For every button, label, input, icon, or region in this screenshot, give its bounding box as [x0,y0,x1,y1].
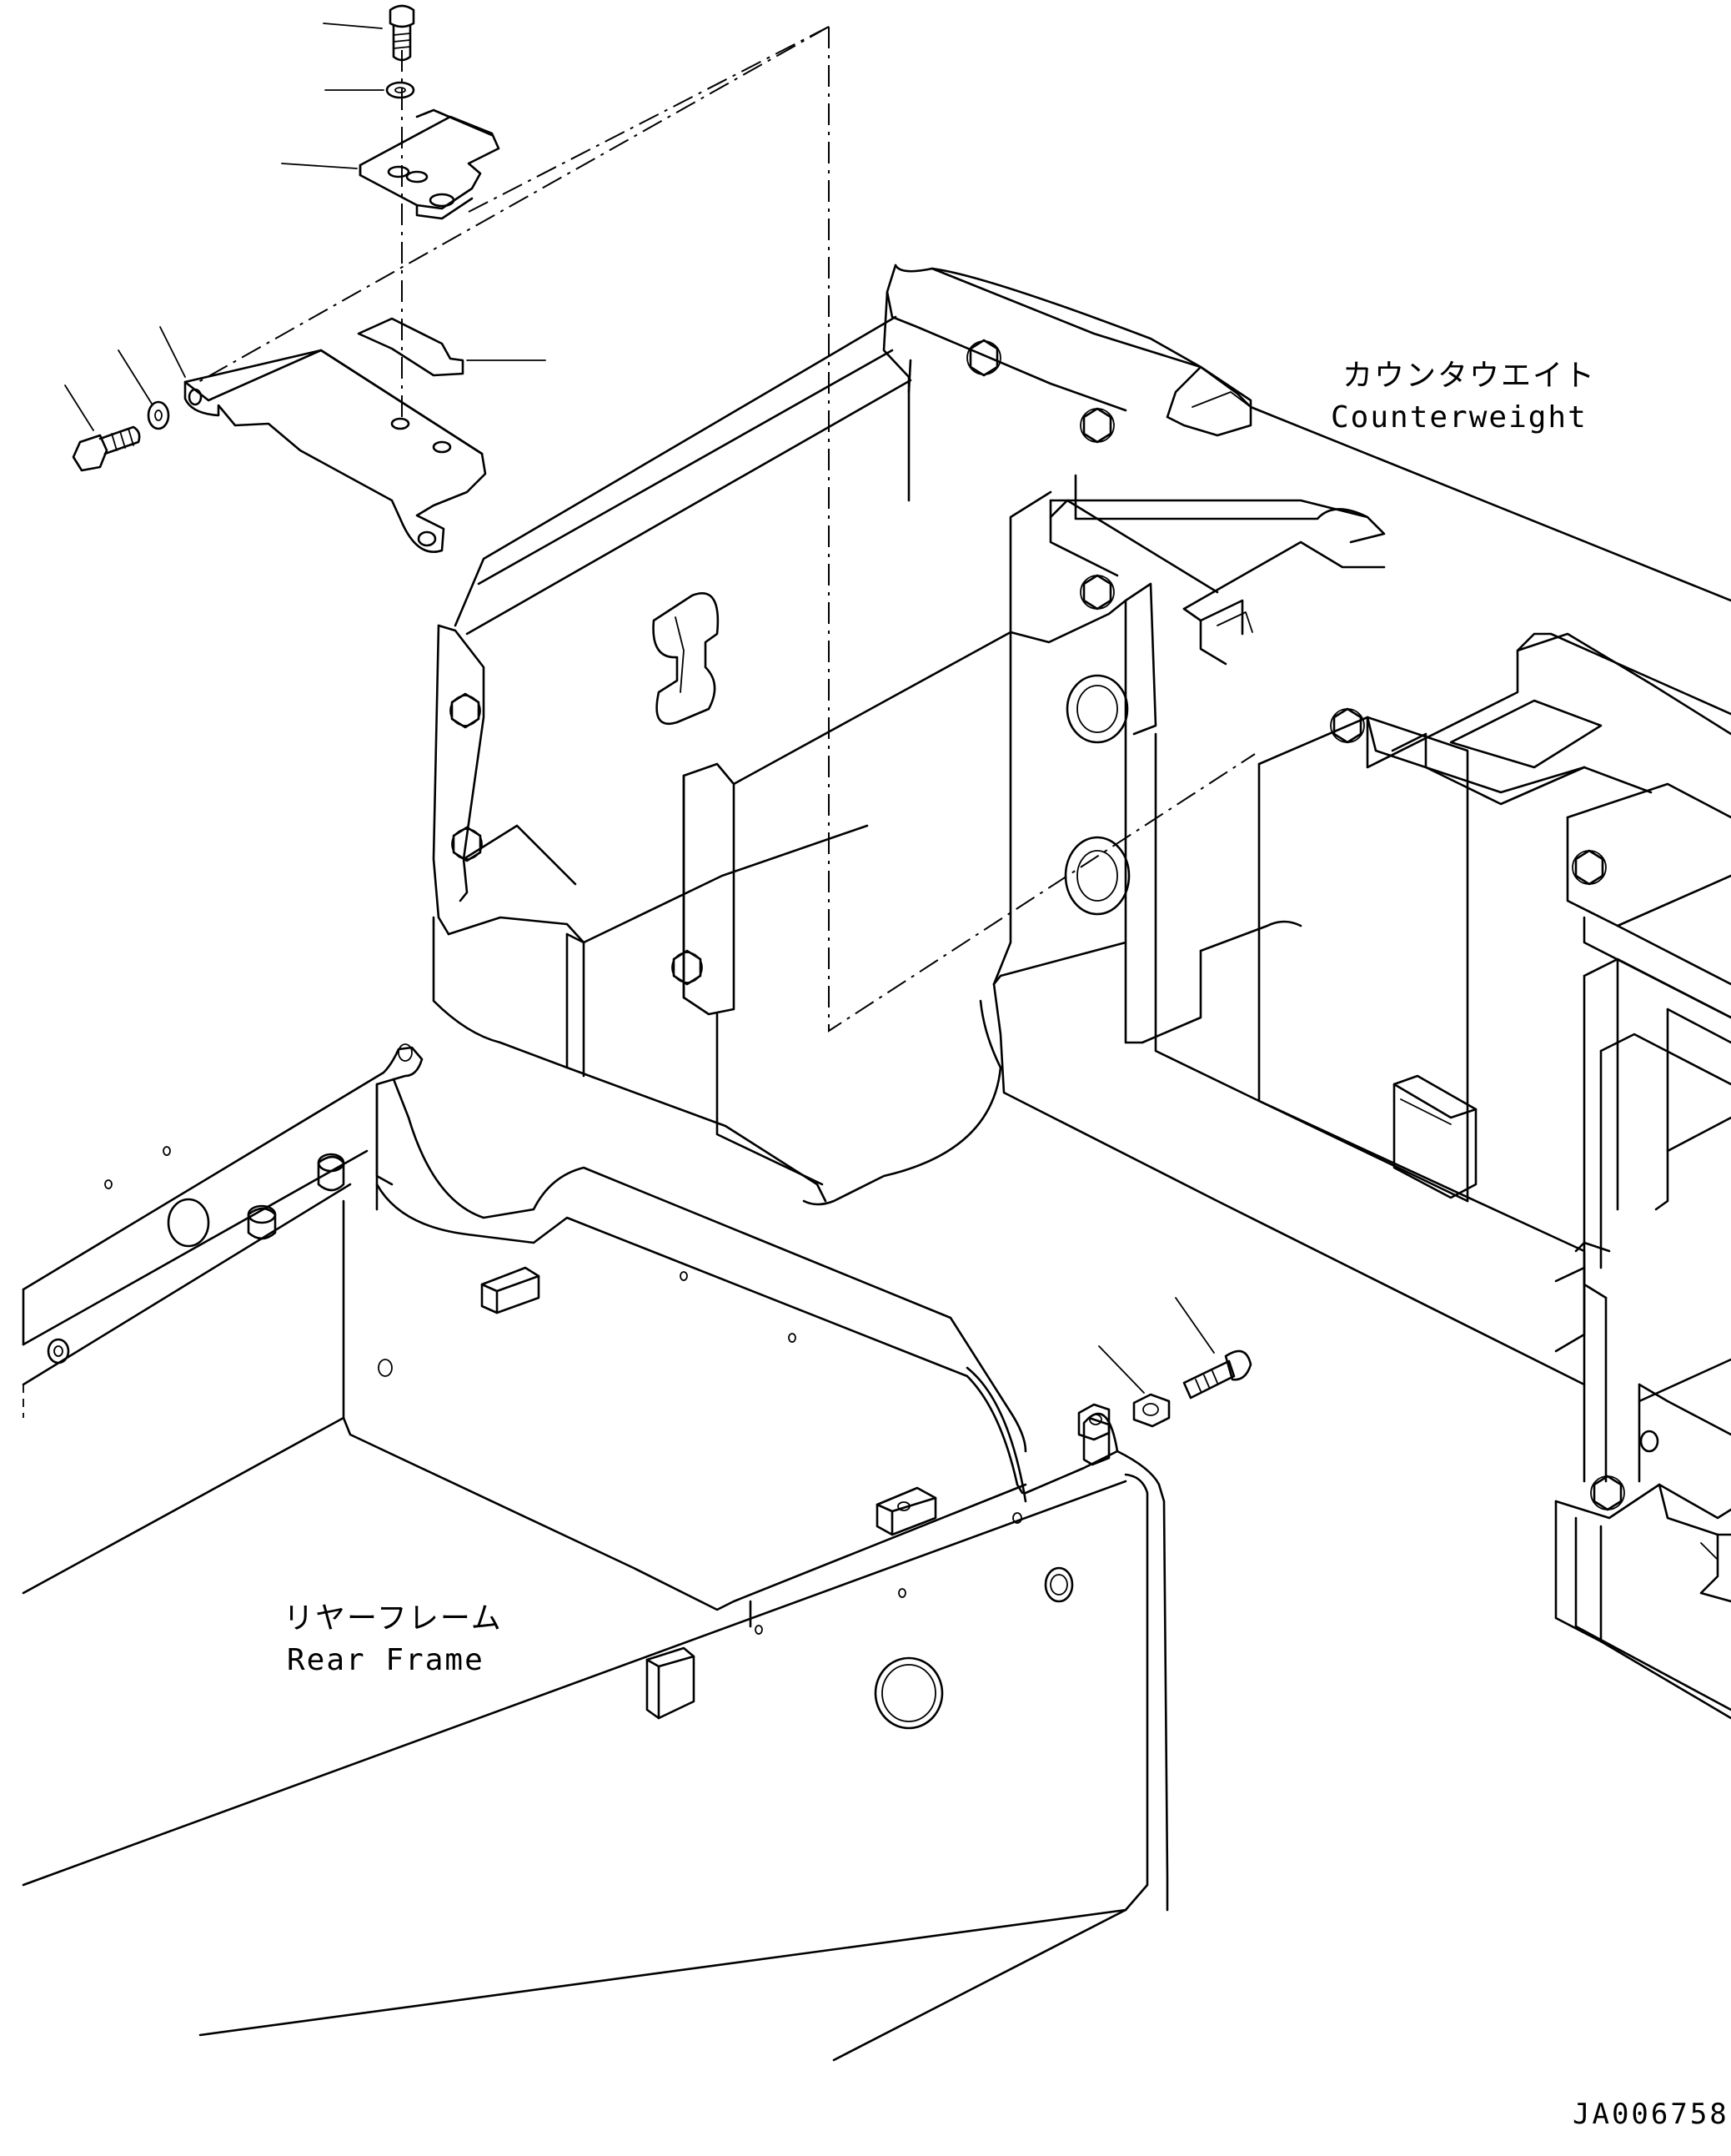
top-bolt [323,4,415,62]
counterweight-label-en: Counterweight [1331,400,1588,435]
top-washer [324,81,415,99]
rear-frame-label-en: Rear Frame [287,1643,484,1677]
rear-frame-label-jp: リヤーフレーム [283,1601,503,1636]
counterweight-bolt-heads [449,339,1625,1511]
bracket [159,317,546,553]
left-bolt [64,384,141,472]
rear-frame [22,1043,1252,2062]
rear-nut [1098,1345,1171,1428]
left-washer [118,349,170,430]
clip-plate [281,108,500,220]
rear-bolt [1175,1297,1252,1400]
counterweight [432,264,1731,1720]
drawing-code: JA006758 [1573,2098,1729,2131]
counterweight-label-jp: カウンタウエイト [1342,359,1596,393]
